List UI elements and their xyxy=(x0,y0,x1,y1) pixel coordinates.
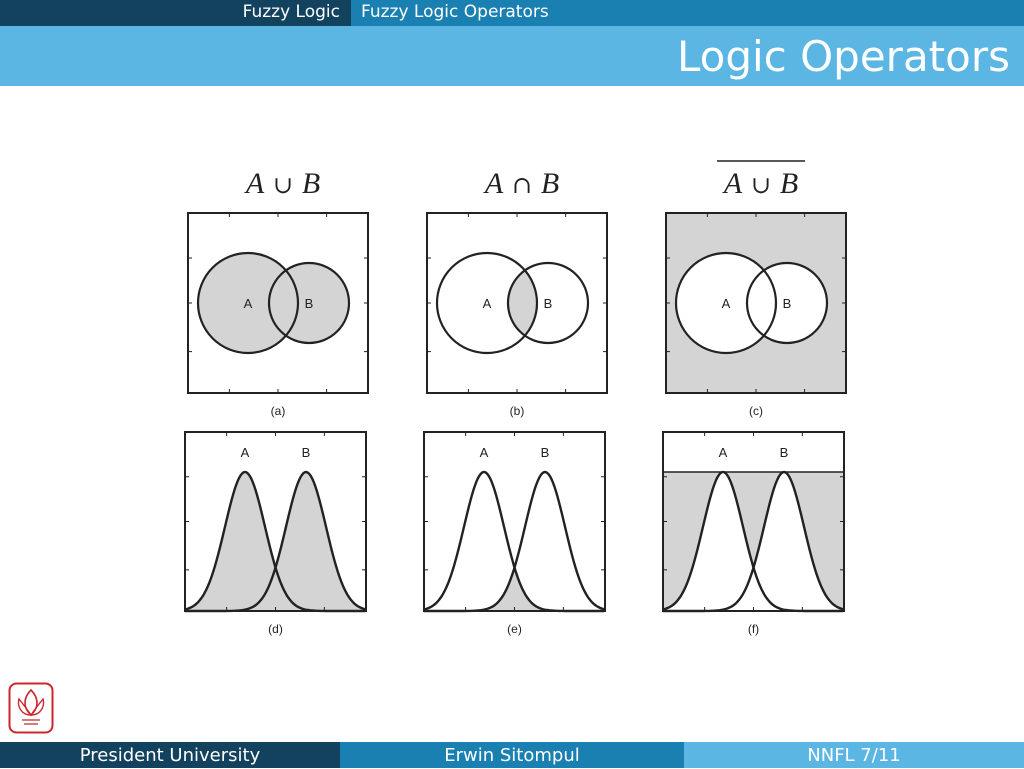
label-set-b: B xyxy=(305,296,314,311)
shaded-membership-region xyxy=(424,569,605,611)
expression-set-b: B xyxy=(302,167,320,200)
expression-set-a: A xyxy=(483,167,504,200)
membership-curve-b xyxy=(185,470,366,613)
label-set-b: B xyxy=(783,296,792,311)
label-set-a: A xyxy=(244,296,253,311)
label-curve-a: A xyxy=(480,445,489,460)
unshaded-region-a xyxy=(676,253,776,353)
panel-f: A B (f) xyxy=(662,431,845,636)
panel-d: A B (d) xyxy=(184,431,367,636)
circle-set-a xyxy=(674,251,778,355)
expression-set-a: A xyxy=(244,167,265,200)
panel-c: A ∪ B A B (c) xyxy=(665,160,847,418)
footer-page-number: NNFL 7/11 xyxy=(684,742,1024,768)
set-expression-b: A ∩ B xyxy=(483,167,559,200)
label-set-a: A xyxy=(722,296,731,311)
label-curve-a: A xyxy=(241,445,250,460)
expression-operator: ∪ xyxy=(273,171,293,199)
label-set-b: B xyxy=(544,296,553,311)
circle-set-b xyxy=(745,261,829,345)
shaded-complement-region xyxy=(663,472,844,610)
footer: President University Erwin Sitompul NNFL… xyxy=(0,742,1024,768)
nav-section-fuzzy-logic[interactable]: Fuzzy Logic xyxy=(242,2,340,22)
expression-set-b: B xyxy=(541,167,559,200)
caption-b: (b) xyxy=(510,404,525,418)
membership-curve-b xyxy=(424,470,605,613)
footer-institution: President University xyxy=(0,742,340,768)
caption-a: (a) xyxy=(271,404,286,418)
circle-set-a xyxy=(435,251,539,355)
unshaded-region-b xyxy=(747,263,827,343)
label-curve-b: B xyxy=(541,445,550,460)
circle-set-a xyxy=(196,251,300,355)
caption-f: (f) xyxy=(748,622,759,636)
set-expression-a: A ∪ B xyxy=(244,167,320,200)
set-expression-c: A ∪ B xyxy=(717,160,805,200)
circle-set-b xyxy=(506,261,590,345)
membership-curve-b xyxy=(663,470,844,613)
expression-operator: ∪ xyxy=(751,171,771,199)
panel-e: A B (e) xyxy=(423,431,606,636)
label-curve-a: A xyxy=(719,445,728,460)
fuzzy-operators-figure: A ∪ B A B (a) A ∩ B A B (b) A ∪ B A B (c) A B (d) A B (e) A B (f) xyxy=(184,160,847,636)
title-bar: Logic Operators xyxy=(0,26,1024,86)
label-set-a: A xyxy=(483,296,492,311)
footer-author: Erwin Sitompul xyxy=(340,742,684,768)
caption-c: (c) xyxy=(749,404,763,418)
panel-b: A ∩ B A B (b) xyxy=(426,167,608,418)
caption-d: (d) xyxy=(268,622,283,636)
label-curve-b: B xyxy=(302,445,311,460)
caption-e: (e) xyxy=(507,622,522,636)
shaded-region-b xyxy=(269,263,349,343)
expression-set-a: A xyxy=(722,167,743,200)
panel-a: A ∪ B A B (a) xyxy=(187,167,369,418)
expression-operator: ∩ xyxy=(512,171,532,199)
president-university-logo xyxy=(8,682,54,734)
expression-set-b: B xyxy=(780,167,798,200)
nav-subsection-fuzzy-logic-operators[interactable]: Fuzzy Logic Operators xyxy=(351,0,1024,26)
shaded-region-a xyxy=(198,253,298,353)
label-curve-b: B xyxy=(780,445,789,460)
shaded-intersection xyxy=(508,263,537,343)
header-nav-bar: Fuzzy Logic Fuzzy Logic Operators xyxy=(0,0,1024,26)
circle-set-b xyxy=(267,261,351,345)
slide-title: Logic Operators xyxy=(676,32,1010,81)
